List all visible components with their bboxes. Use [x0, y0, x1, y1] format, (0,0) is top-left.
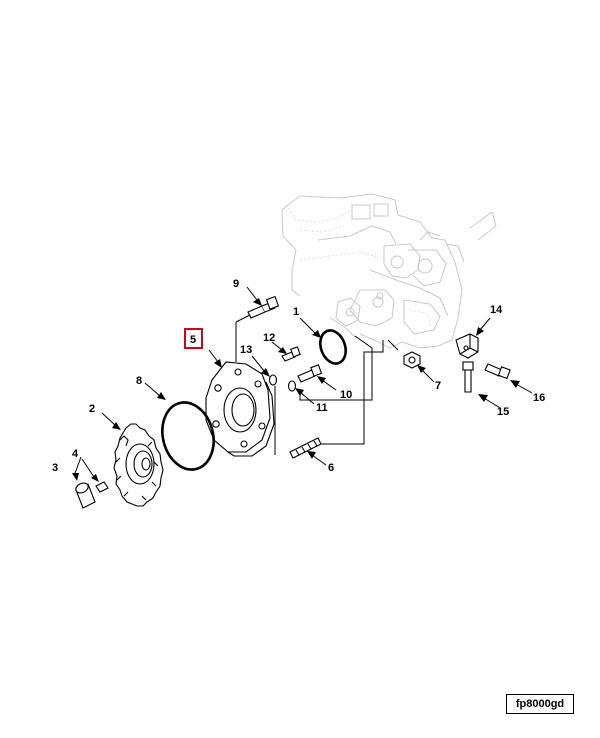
callout-16: 16	[533, 392, 545, 404]
part-bolt-9	[247, 295, 280, 319]
part-nut	[403, 351, 421, 369]
callout-9: 9	[233, 278, 239, 290]
part-bolt-10	[297, 364, 323, 383]
callout-14: 14	[490, 304, 503, 316]
part-washer-13	[268, 374, 278, 386]
part-housing-cover	[205, 361, 275, 457]
callout-6: 6	[328, 462, 334, 474]
part-key	[95, 481, 109, 493]
callout-1: 1	[293, 306, 299, 318]
callout-3: 3	[52, 462, 58, 474]
callout-12: 12	[263, 332, 275, 344]
callout-7: 7	[435, 380, 441, 392]
part-bolt-16	[484, 363, 511, 380]
part-bolt-12	[281, 346, 301, 362]
callout-arrows	[72, 286, 533, 482]
leader-lines	[235, 314, 399, 455]
callout-13: 13	[240, 344, 252, 356]
callout-8: 8	[136, 375, 142, 387]
figure-code-label: fp8000gd	[506, 694, 574, 714]
callout-2: 2	[89, 403, 95, 415]
part-bracket	[455, 333, 479, 359]
part-bolt-15	[462, 361, 474, 393]
part-stud	[289, 437, 322, 459]
callout-4: 4	[72, 448, 79, 460]
callout-11: 11	[316, 402, 328, 414]
callout-5-highlight-box	[184, 328, 203, 349]
part-washer-11	[287, 380, 297, 392]
callout-labels: 1 2 3 4 5 6 7 8 9 10 11 12 13 14 15 16	[52, 278, 545, 474]
callout-10: 10	[340, 389, 352, 401]
callout-5: 5	[190, 334, 196, 346]
part-small-o-ring	[319, 329, 347, 365]
part-bushing	[75, 482, 96, 509]
callout-15: 15	[497, 406, 509, 418]
ghost-engine-outline	[281, 193, 497, 349]
part-drive-gear	[113, 423, 164, 507]
part-large-o-ring	[161, 401, 215, 471]
